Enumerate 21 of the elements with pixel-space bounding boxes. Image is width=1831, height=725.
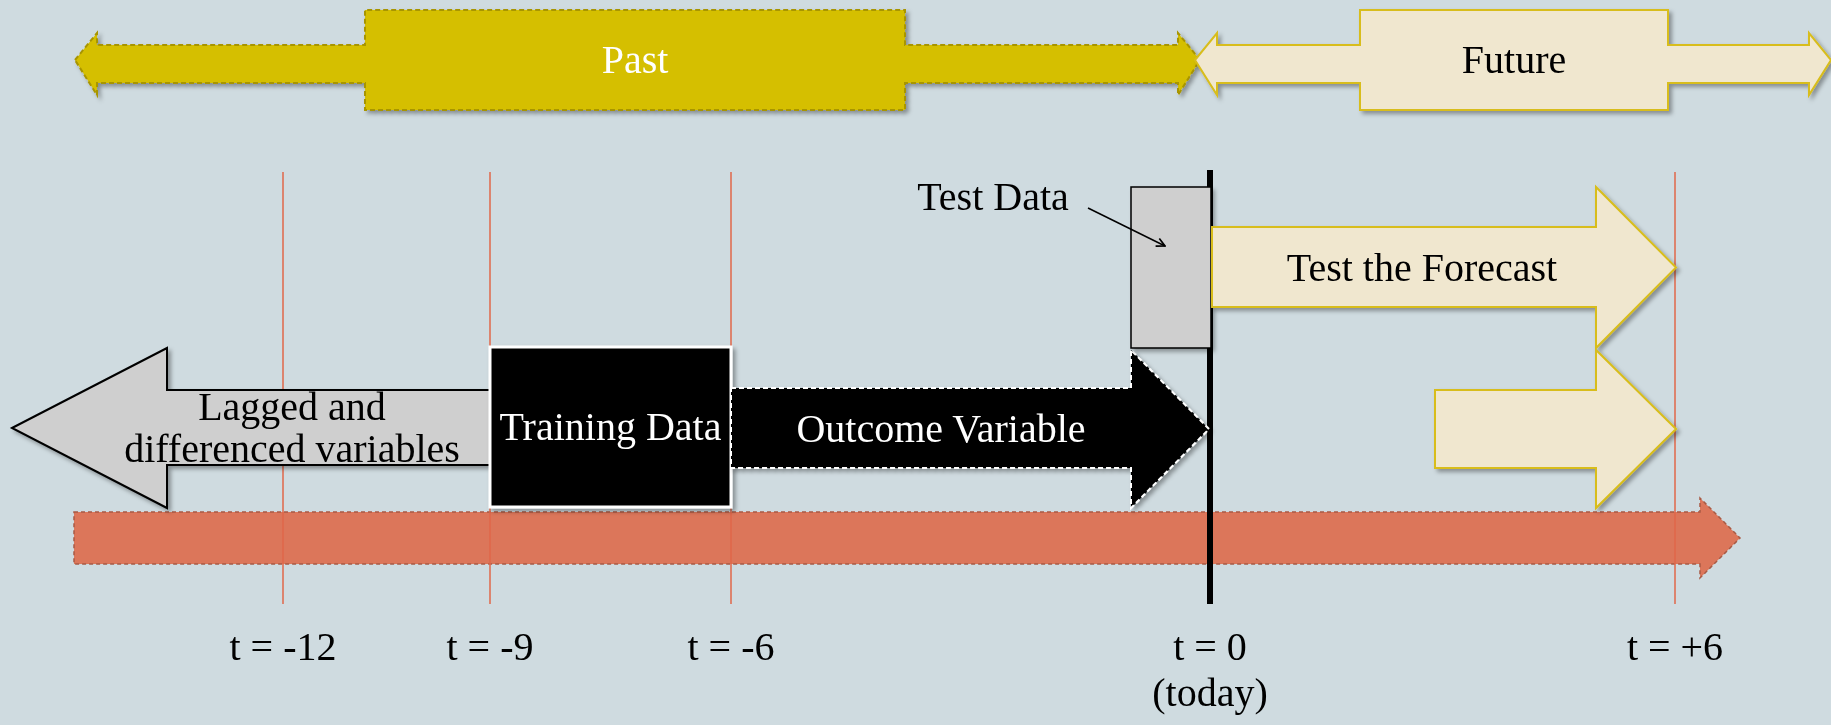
tick-label: t = +6 <box>1625 624 1725 670</box>
empty-right-arrow <box>1435 350 1676 508</box>
node-label: Future <box>1460 36 1568 84</box>
double-arrow-band-shape <box>1195 10 1831 110</box>
text-label: Test Data <box>916 173 1070 221</box>
node-label: Test the Forecast <box>1285 243 1559 292</box>
node-label: Outcome Variable <box>795 405 1087 453</box>
node-label: Past <box>600 36 670 84</box>
left-arrow-shape <box>12 348 490 508</box>
tick-label: t = -12 <box>228 624 338 670</box>
right-arrow-shape <box>731 350 1209 508</box>
tick-label: t = -9 <box>445 624 535 670</box>
rectangle-shape <box>490 347 731 507</box>
node-label: Lagged and differenced variables <box>123 383 461 473</box>
tick-label: t = -6 <box>686 624 776 670</box>
empty-rectangle <box>1131 187 1211 348</box>
double-arrow-band-shape <box>75 10 1200 110</box>
node-label: Training Data <box>498 403 723 451</box>
tick-label: t = 0 (today) <box>1151 624 1269 716</box>
arrow <box>1087 207 1166 247</box>
right-arrow-shape <box>1212 187 1676 348</box>
